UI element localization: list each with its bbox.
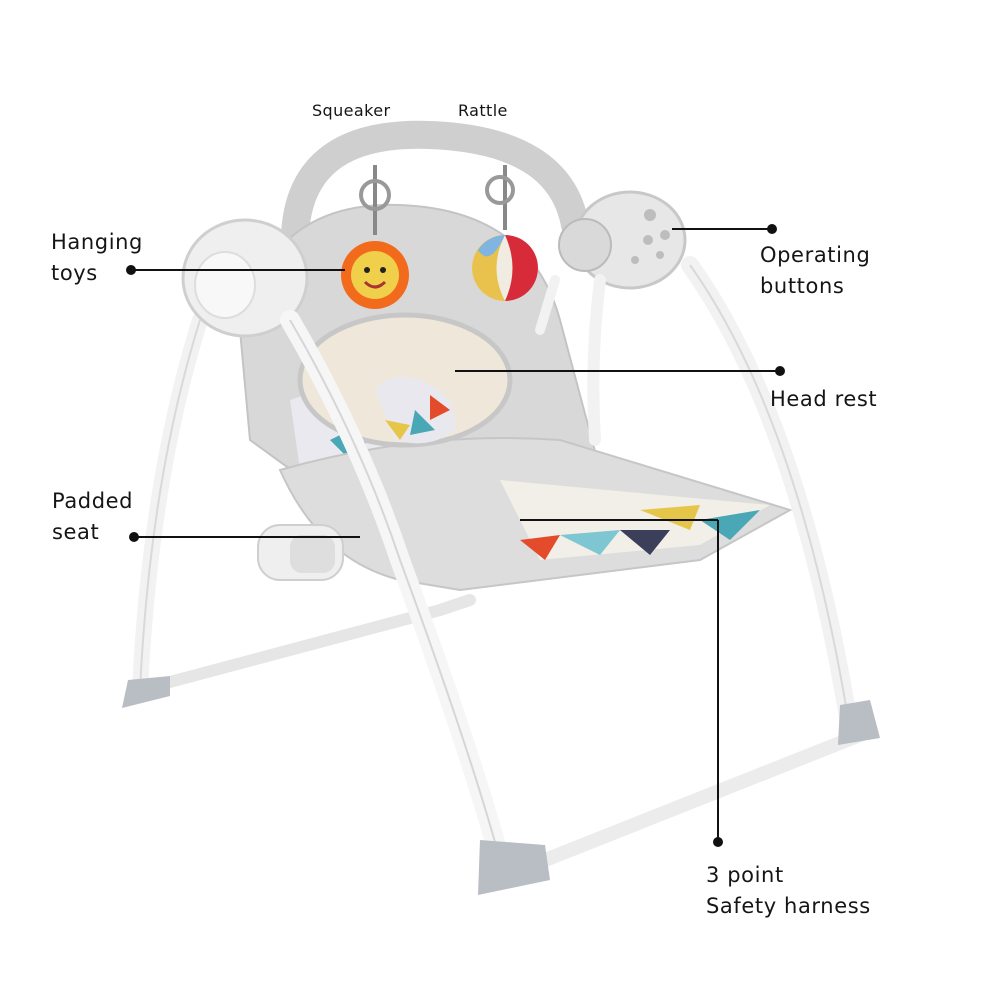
label-rattle: Rattle [458,101,508,120]
left-rear-leg [132,312,208,698]
rear-base-bar [134,594,476,696]
label-safety-harness: 3 point Safety harness [706,863,871,918]
flower-toy [341,241,409,309]
label-head-rest: Head rest [770,387,878,411]
ball-toy [472,235,538,301]
label-hanging-toys: Hanging toys [51,230,143,285]
label-squeaker: Squeaker [312,101,391,120]
foot-left [122,676,170,708]
foot-front-left [478,840,550,895]
front-base-bar [513,728,867,877]
foot-front-right [838,700,880,745]
label-operating-buttons: Operating buttons [760,243,871,298]
label-padded-seat: Padded seat [52,489,134,544]
toy-arch [281,120,589,249]
